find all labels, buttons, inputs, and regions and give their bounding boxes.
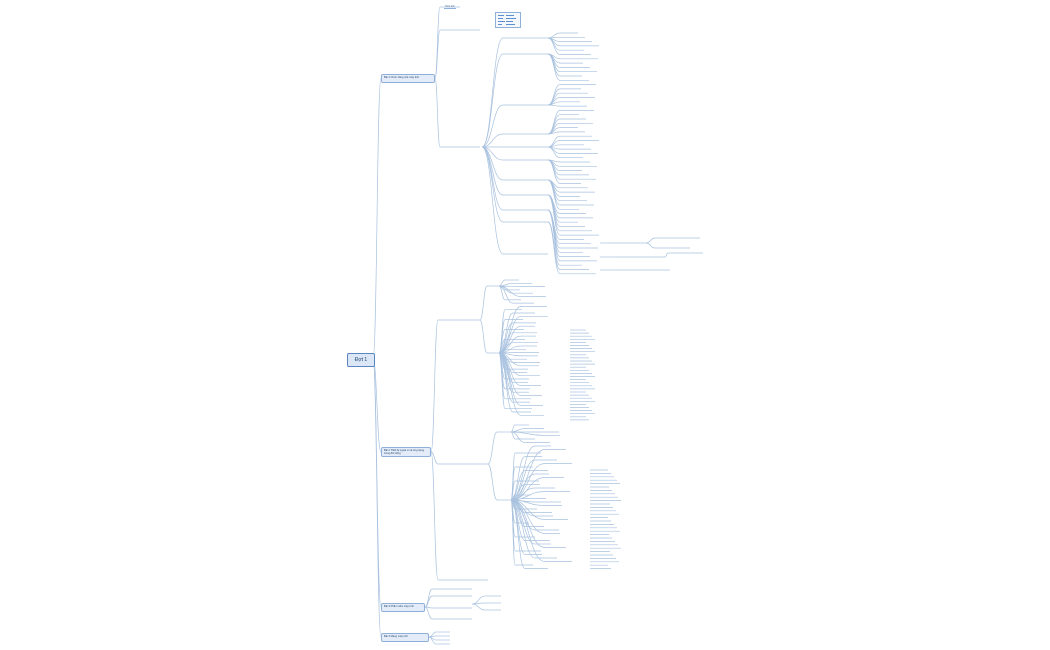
connector	[481, 133, 504, 148]
connector	[510, 499, 536, 559]
connector	[487, 431, 498, 465]
connector	[498, 352, 522, 416]
connector	[498, 285, 514, 304]
connector	[510, 499, 516, 566]
connector	[424, 588, 433, 608]
connector	[372, 358, 382, 638]
connector	[424, 606, 433, 620]
connector	[434, 6, 441, 79]
connector	[645, 242, 656, 249]
connector	[547, 144, 561, 148]
connector	[498, 352, 506, 410]
connector	[547, 179, 561, 210]
branch-1[interactable]: Bài 1 Chức năng của máy tính	[381, 74, 435, 83]
connector	[481, 104, 504, 148]
connector	[481, 146, 504, 181]
connector	[547, 221, 561, 275]
connector	[430, 319, 439, 453]
connector	[481, 146, 504, 255]
connector	[471, 603, 486, 611]
connector	[547, 194, 561, 236]
connector	[510, 431, 526, 443]
connector	[547, 53, 561, 81]
connector	[479, 319, 488, 354]
branch-4[interactable]: Bài 4 Mạng máy tính	[381, 633, 429, 642]
connector	[481, 146, 504, 196]
connector	[498, 352, 514, 413]
connector	[434, 29, 441, 79]
connector	[547, 146, 561, 159]
connector	[664, 252, 669, 258]
connector	[510, 463, 546, 501]
connector	[372, 77, 382, 360]
branch-2[interactable]: Bài 2 Thiết bị ngoại vi và ứng dụng tron…	[381, 447, 431, 457]
connector	[547, 159, 561, 184]
connector	[547, 101, 561, 106]
connector	[645, 237, 656, 244]
connector	[547, 131, 561, 135]
connector	[481, 146, 504, 223]
connector	[434, 77, 441, 148]
embedded-image-thumbnail	[495, 12, 521, 28]
connector	[481, 37, 504, 148]
connector	[430, 451, 439, 581]
connector	[479, 285, 488, 321]
connector	[547, 104, 561, 107]
connector	[498, 285, 522, 297]
connector	[547, 37, 561, 55]
connector	[510, 499, 546, 562]
connector	[547, 135, 561, 148]
connector	[510, 499, 526, 569]
image-node[interactable]: Hình ảnh	[444, 5, 456, 9]
branch-3[interactable]: Bài 3 Phần mềm máy tính	[381, 603, 425, 612]
connector	[547, 209, 561, 262]
connector	[547, 88, 561, 106]
connector	[481, 53, 504, 148]
connector	[510, 424, 516, 433]
root-node[interactable]: Đợt 1	[347, 353, 375, 367]
connector	[547, 53, 561, 77]
connector	[510, 480, 516, 501]
connector	[487, 463, 498, 501]
connector	[428, 636, 437, 645]
connector	[430, 451, 439, 465]
connector	[547, 179, 561, 202]
connector	[510, 431, 546, 436]
